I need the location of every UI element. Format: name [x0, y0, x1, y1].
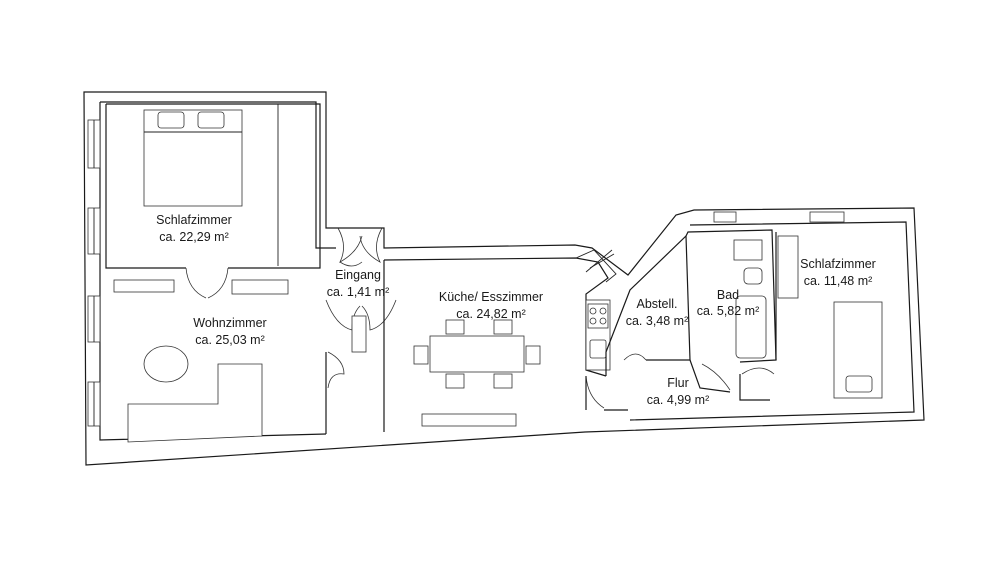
double-door-bedroom: [185, 267, 229, 299]
entry-doors: [325, 227, 397, 434]
windows-left: [87, 119, 101, 427]
room-name-wohnzimmer: Wohnzimmer: [193, 316, 266, 330]
bedroom-2: [739, 211, 883, 401]
room-name-bad: Bad: [717, 288, 739, 302]
room-area-schlafzimmer-1: ca. 22,29 m²: [159, 230, 228, 244]
bathroom: [685, 211, 777, 393]
bedroom-1-walls: [105, 103, 321, 269]
room-area-eingang: ca. 1,41 m²: [327, 285, 390, 299]
double-bed: [143, 109, 243, 207]
room-name-flur: Flur: [667, 376, 689, 390]
room-name-schlafzimmer-1: Schlafzimmer: [156, 213, 232, 227]
dining-table: [413, 319, 541, 389]
room-area-kueche: ca. 24,82 m²: [456, 307, 525, 321]
room-name-abstell: Abstell.: [637, 297, 678, 311]
room-area-bad: ca. 5,82 m²: [697, 304, 760, 318]
living-room-furniture: [113, 279, 289, 443]
radiator-kitchen: [421, 413, 517, 427]
room-area-wohnzimmer: ca. 25,03 m²: [195, 333, 264, 347]
room-labels: Schlafzimmer ca. 22,29 m² Wohnzimmer ca.…: [156, 213, 876, 407]
room-area-schlafzimmer-2: ca. 11,48 m²: [804, 274, 873, 288]
room-name-kueche: Küche/ Esszimmer: [439, 290, 543, 304]
room-name-schlafzimmer-2: Schlafzimmer: [800, 257, 876, 271]
storage-walls: [585, 234, 691, 411]
room-name-eingang: Eingang: [335, 268, 381, 282]
room-area-abstell: ca. 3,48 m²: [626, 314, 689, 328]
room-area-flur: ca. 4,99 m²: [647, 393, 710, 407]
